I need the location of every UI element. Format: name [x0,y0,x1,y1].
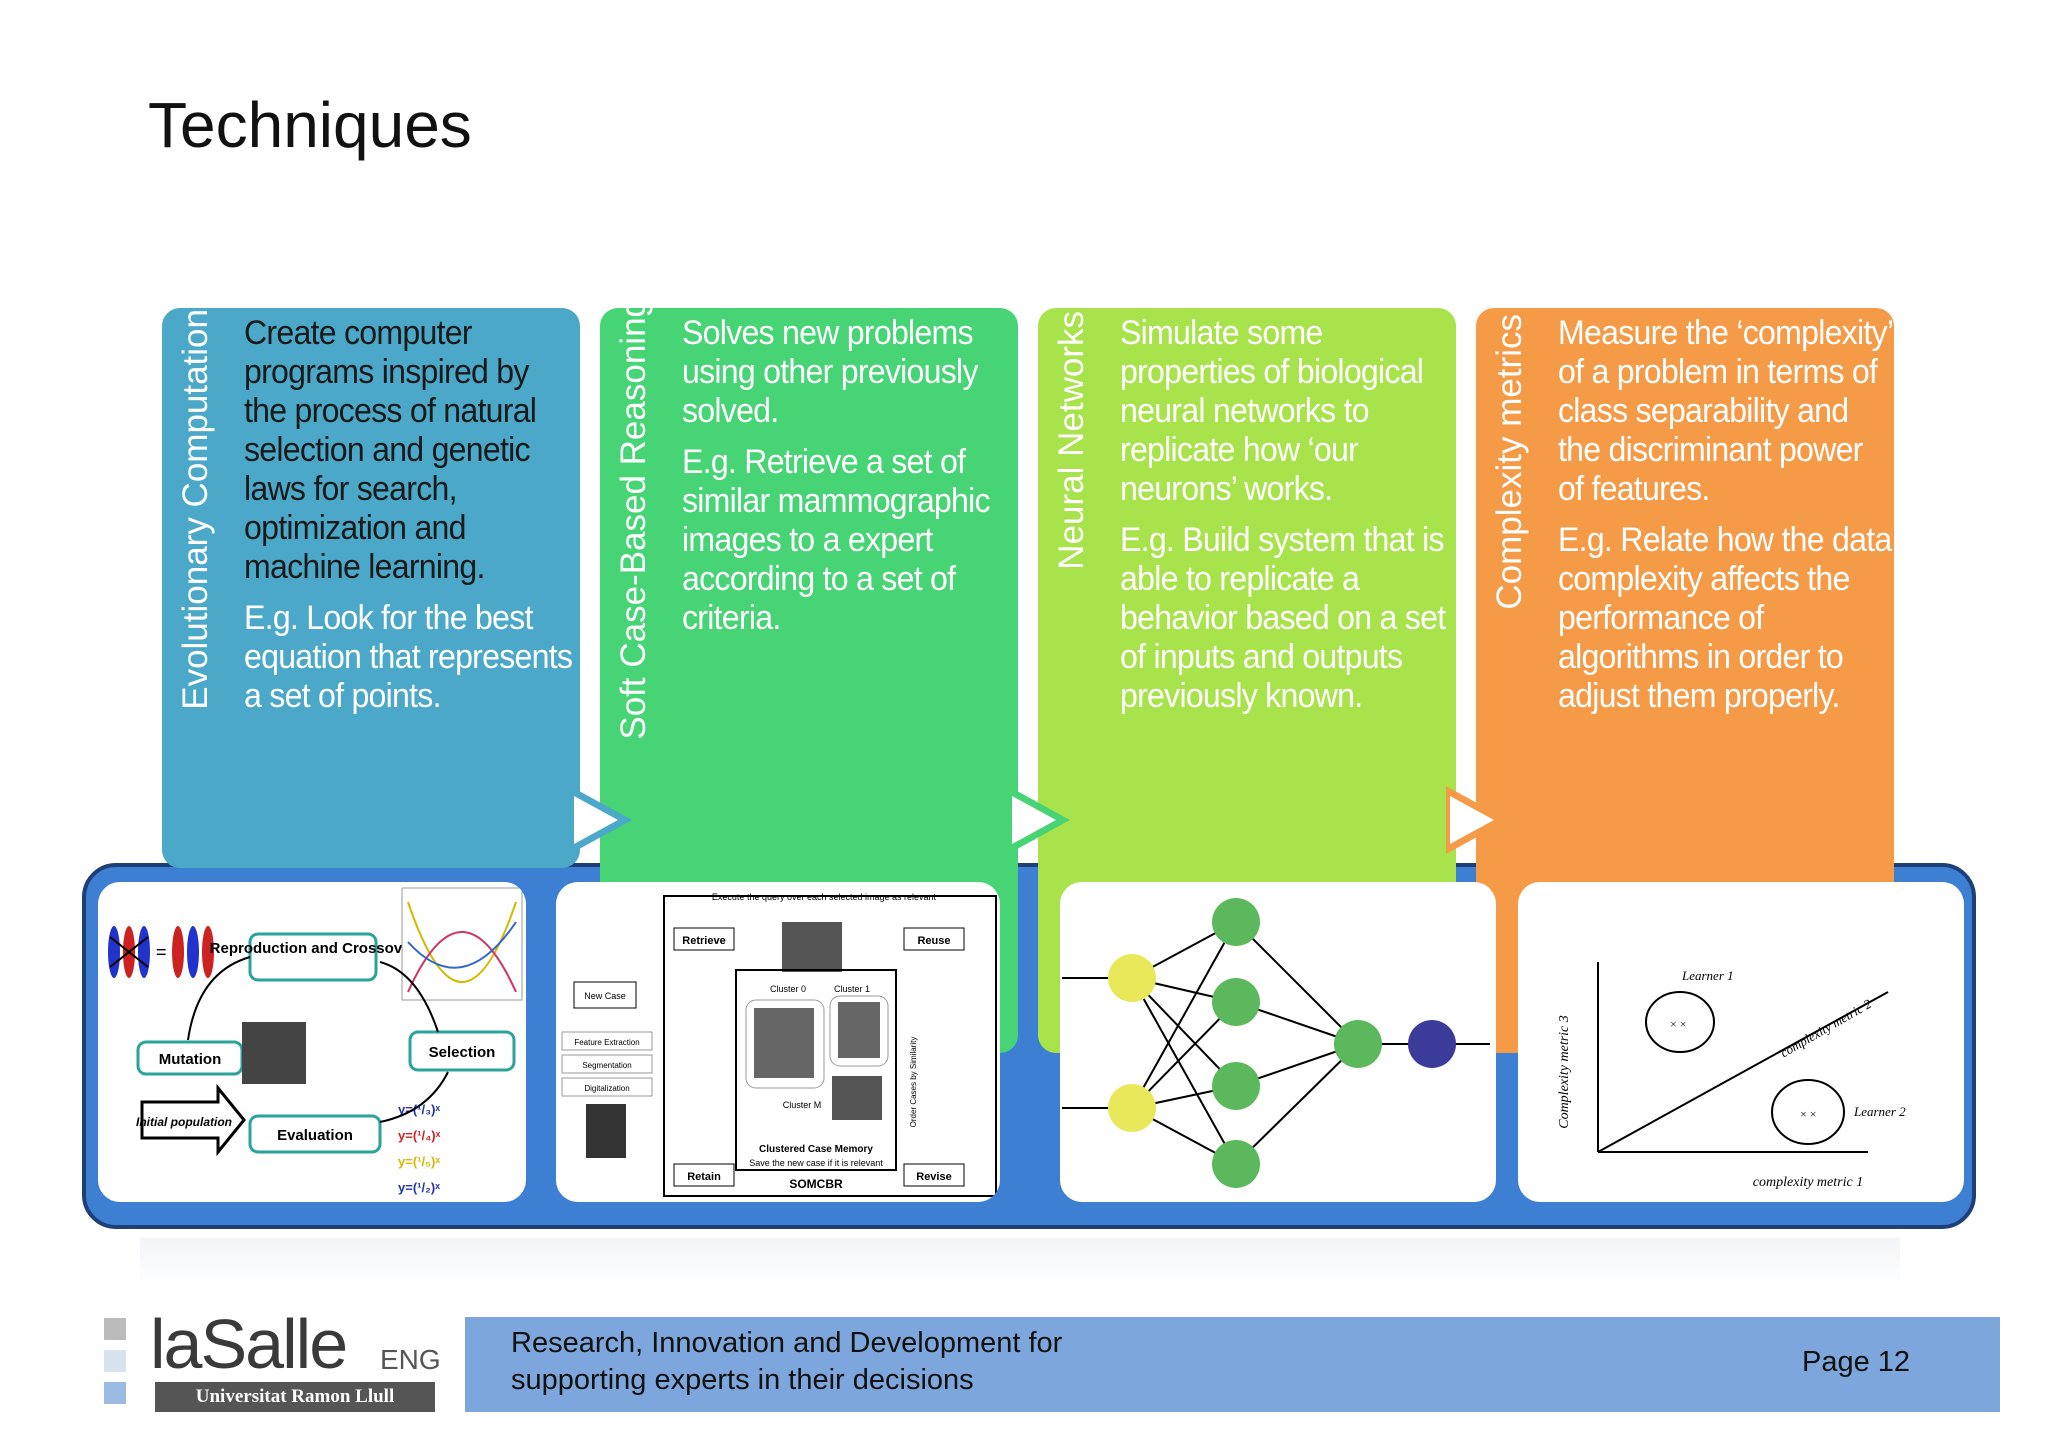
column-example: E.g. Relate how the data complexity affe… [1558,521,1892,715]
cluster0-label: Cluster 0 [770,984,806,994]
column-evolutionary-computation: Evolutionary Computation Create computer… [162,308,580,868]
footer-line1: Research, Innovation and Development for [511,1327,1063,1359]
svg-text:=: = [156,942,167,962]
axis-diagonal-label: complexity metric 2 [1778,996,1875,1060]
reproduction-label: Reproduction and Crossover [210,940,417,957]
column-example: E.g. Retrieve a set of similar mammograp… [682,443,991,637]
column-description: Solves new problems using other previous… [682,314,978,430]
logo-university: Universitat Ramon Llull [155,1382,435,1412]
cluster1-label: Cluster 1 [834,984,870,994]
feature-label: Feature Extraction [574,1038,639,1047]
top-note: Execute the query over each selected ima… [712,892,937,902]
column-description: Measure the ‘complexity’ of a problem in… [1558,314,1893,508]
new-case-label: New Case [584,991,626,1001]
initial-population-label: Initial population [136,1115,232,1129]
svg-text:× ×: × × [1800,1107,1817,1121]
memory-label: Clustered Case Memory [759,1144,873,1155]
reuse-label: Reuse [917,935,950,947]
svg-text:y=(¹/₅)ˣ: y=(¹/₅)ˣ [398,1154,440,1169]
save-label: Save the new case if it is relevant [749,1158,883,1168]
svg-text:y=(¹/₄)ˣ: y=(¹/₄)ˣ [398,1128,441,1143]
axis-y-label: Complexity metric 3 [1557,1015,1572,1129]
logo-eng: ENG [380,1344,441,1375]
page-number: Page 12 [1802,1346,1911,1378]
digitalization-label: Digitalization [584,1084,629,1093]
column-title: Neural Networks [1052,311,1091,570]
genetic-algorithm-diagram: = Reproduction and Crossover Mutation Se… [98,882,526,1202]
footer-text: Research, Innovation and Development for… [511,1325,1151,1399]
order-label: Order Cases by Similarity [909,1037,918,1128]
svg-text:× ×: × × [1670,1017,1687,1031]
column-example: E.g. Look for the best equation that rep… [244,599,573,715]
somcbr-label: SOMCBR [789,1177,843,1191]
column-description: Create computer programs inspired by the… [244,314,537,586]
column-title: Complexity metrics [1490,314,1529,610]
column-example: E.g. Build system that is able to replic… [1120,521,1446,715]
arrow-right-icon [1008,786,1070,854]
selection-label: Selection [429,1044,496,1061]
column-title: Evolutionary Computation [176,309,215,710]
arrow-right-icon [1446,786,1508,854]
logo-lasalle: laSalle [150,1305,348,1383]
segmentation-label: Segmentation [582,1061,631,1070]
somcbr-diagram: Execute the query over each selected ima… [556,882,1000,1202]
neural-network-diagram [1060,882,1496,1202]
footer-line2: supporting experts in their decisions [511,1364,974,1396]
footer-bar [465,1317,2000,1412]
column-description: Simulate some properties of biological n… [1120,314,1424,508]
retrieve-label: Retrieve [682,935,725,947]
slide-title: Techniques [148,89,472,161]
clustermlabel: Cluster M [783,1100,822,1110]
revise-label: Revise [916,1171,951,1183]
mutation-label: Mutation [159,1051,221,1068]
complexity-metrics-sketch: Complexity metric 3 complexity metric 1 … [1518,882,1964,1202]
axis-x-label: complexity metric 1 [1753,1175,1863,1190]
arrow-right-icon [570,786,632,854]
evaluation-label: Evaluation [277,1127,353,1144]
learner1-label: Learner 1 [1681,968,1734,983]
base-shadow [140,1238,1900,1288]
column-title: Soft Case-Based Reasoning [614,298,653,740]
retain-label: Retain [687,1171,721,1183]
learner2-label: Learner 2 [1853,1104,1906,1119]
svg-text:y=(¹/₂)ˣ: y=(¹/₂)ˣ [398,1180,440,1195]
